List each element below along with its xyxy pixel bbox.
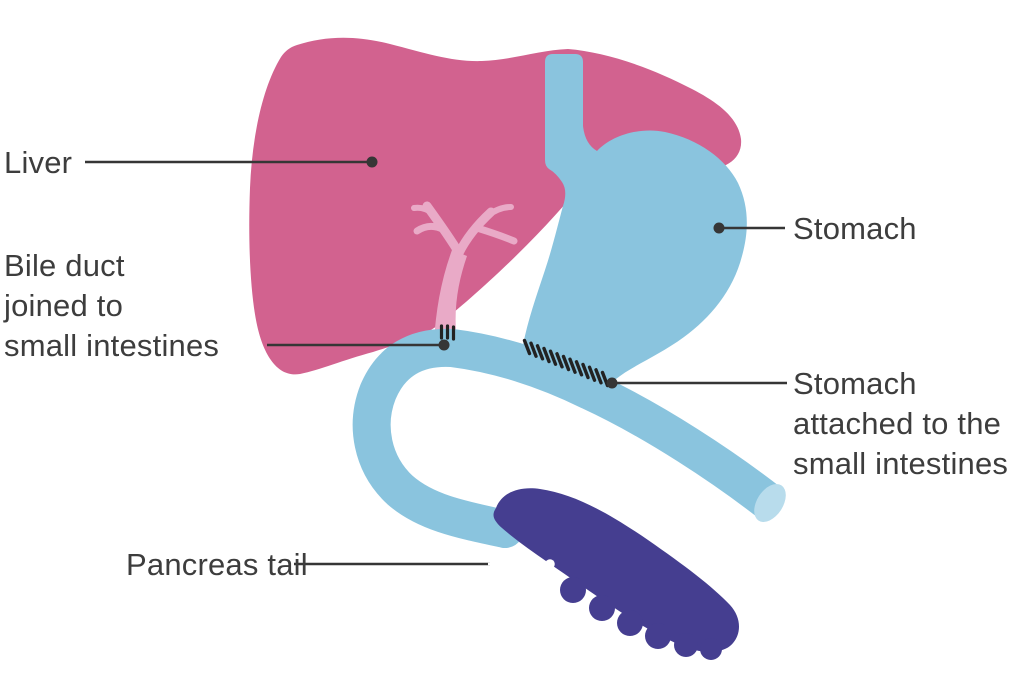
leader-lines	[85, 160, 787, 566]
label-pancreas-tail: Pancreas tail	[126, 547, 308, 582]
leader-dot-pancreas-tail	[545, 559, 555, 569]
pancreas-lobule	[560, 577, 586, 603]
pancreas-lobule	[617, 610, 643, 636]
intestine-limb-right	[449, 329, 782, 518]
leader-pancreas-light-segment	[488, 559, 555, 569]
suture-marks-stomach-anastomosis	[522, 338, 610, 388]
leader-dot-liver	[366, 156, 378, 168]
leader-dot-stomach	[713, 222, 725, 234]
bile-duct-twig-right-mid	[473, 224, 518, 245]
leader-dot-stomach-attached	[606, 377, 618, 389]
pancreas-lobule	[645, 623, 671, 649]
label-bile-duct-joined: Bile duct joined to small intestines	[4, 248, 220, 363]
leader-dot-bile-duct	[438, 339, 450, 351]
suture-marks-bile-duct-join	[439, 324, 456, 341]
label-liver: Liver	[4, 145, 73, 180]
small-intestine-tube	[352, 328, 782, 548]
pancreas-body	[493, 488, 739, 652]
label-stomach-attached: Stomach attached to the small intestines	[793, 366, 1009, 481]
pancreas-tail-shape	[493, 488, 739, 660]
pancreas-lobule	[700, 638, 722, 660]
bile-duct-twig-left-mid	[413, 222, 448, 235]
liver-shape	[249, 37, 742, 375]
intestine-end-cap	[754, 484, 786, 522]
label-stomach: Stomach	[793, 211, 917, 246]
leader-dots	[366, 156, 725, 389]
pancreas-lobule	[589, 595, 615, 621]
bile-duct-twig-right-top	[484, 204, 514, 219]
intestine-loop-left	[352, 328, 524, 548]
pancreas-lobule	[674, 633, 698, 657]
bile-duct-twig-left-top	[411, 204, 436, 216]
stomach-shape	[523, 54, 747, 383]
bile-duct-tree	[411, 201, 518, 341]
bile-duct-trunk	[434, 250, 467, 341]
